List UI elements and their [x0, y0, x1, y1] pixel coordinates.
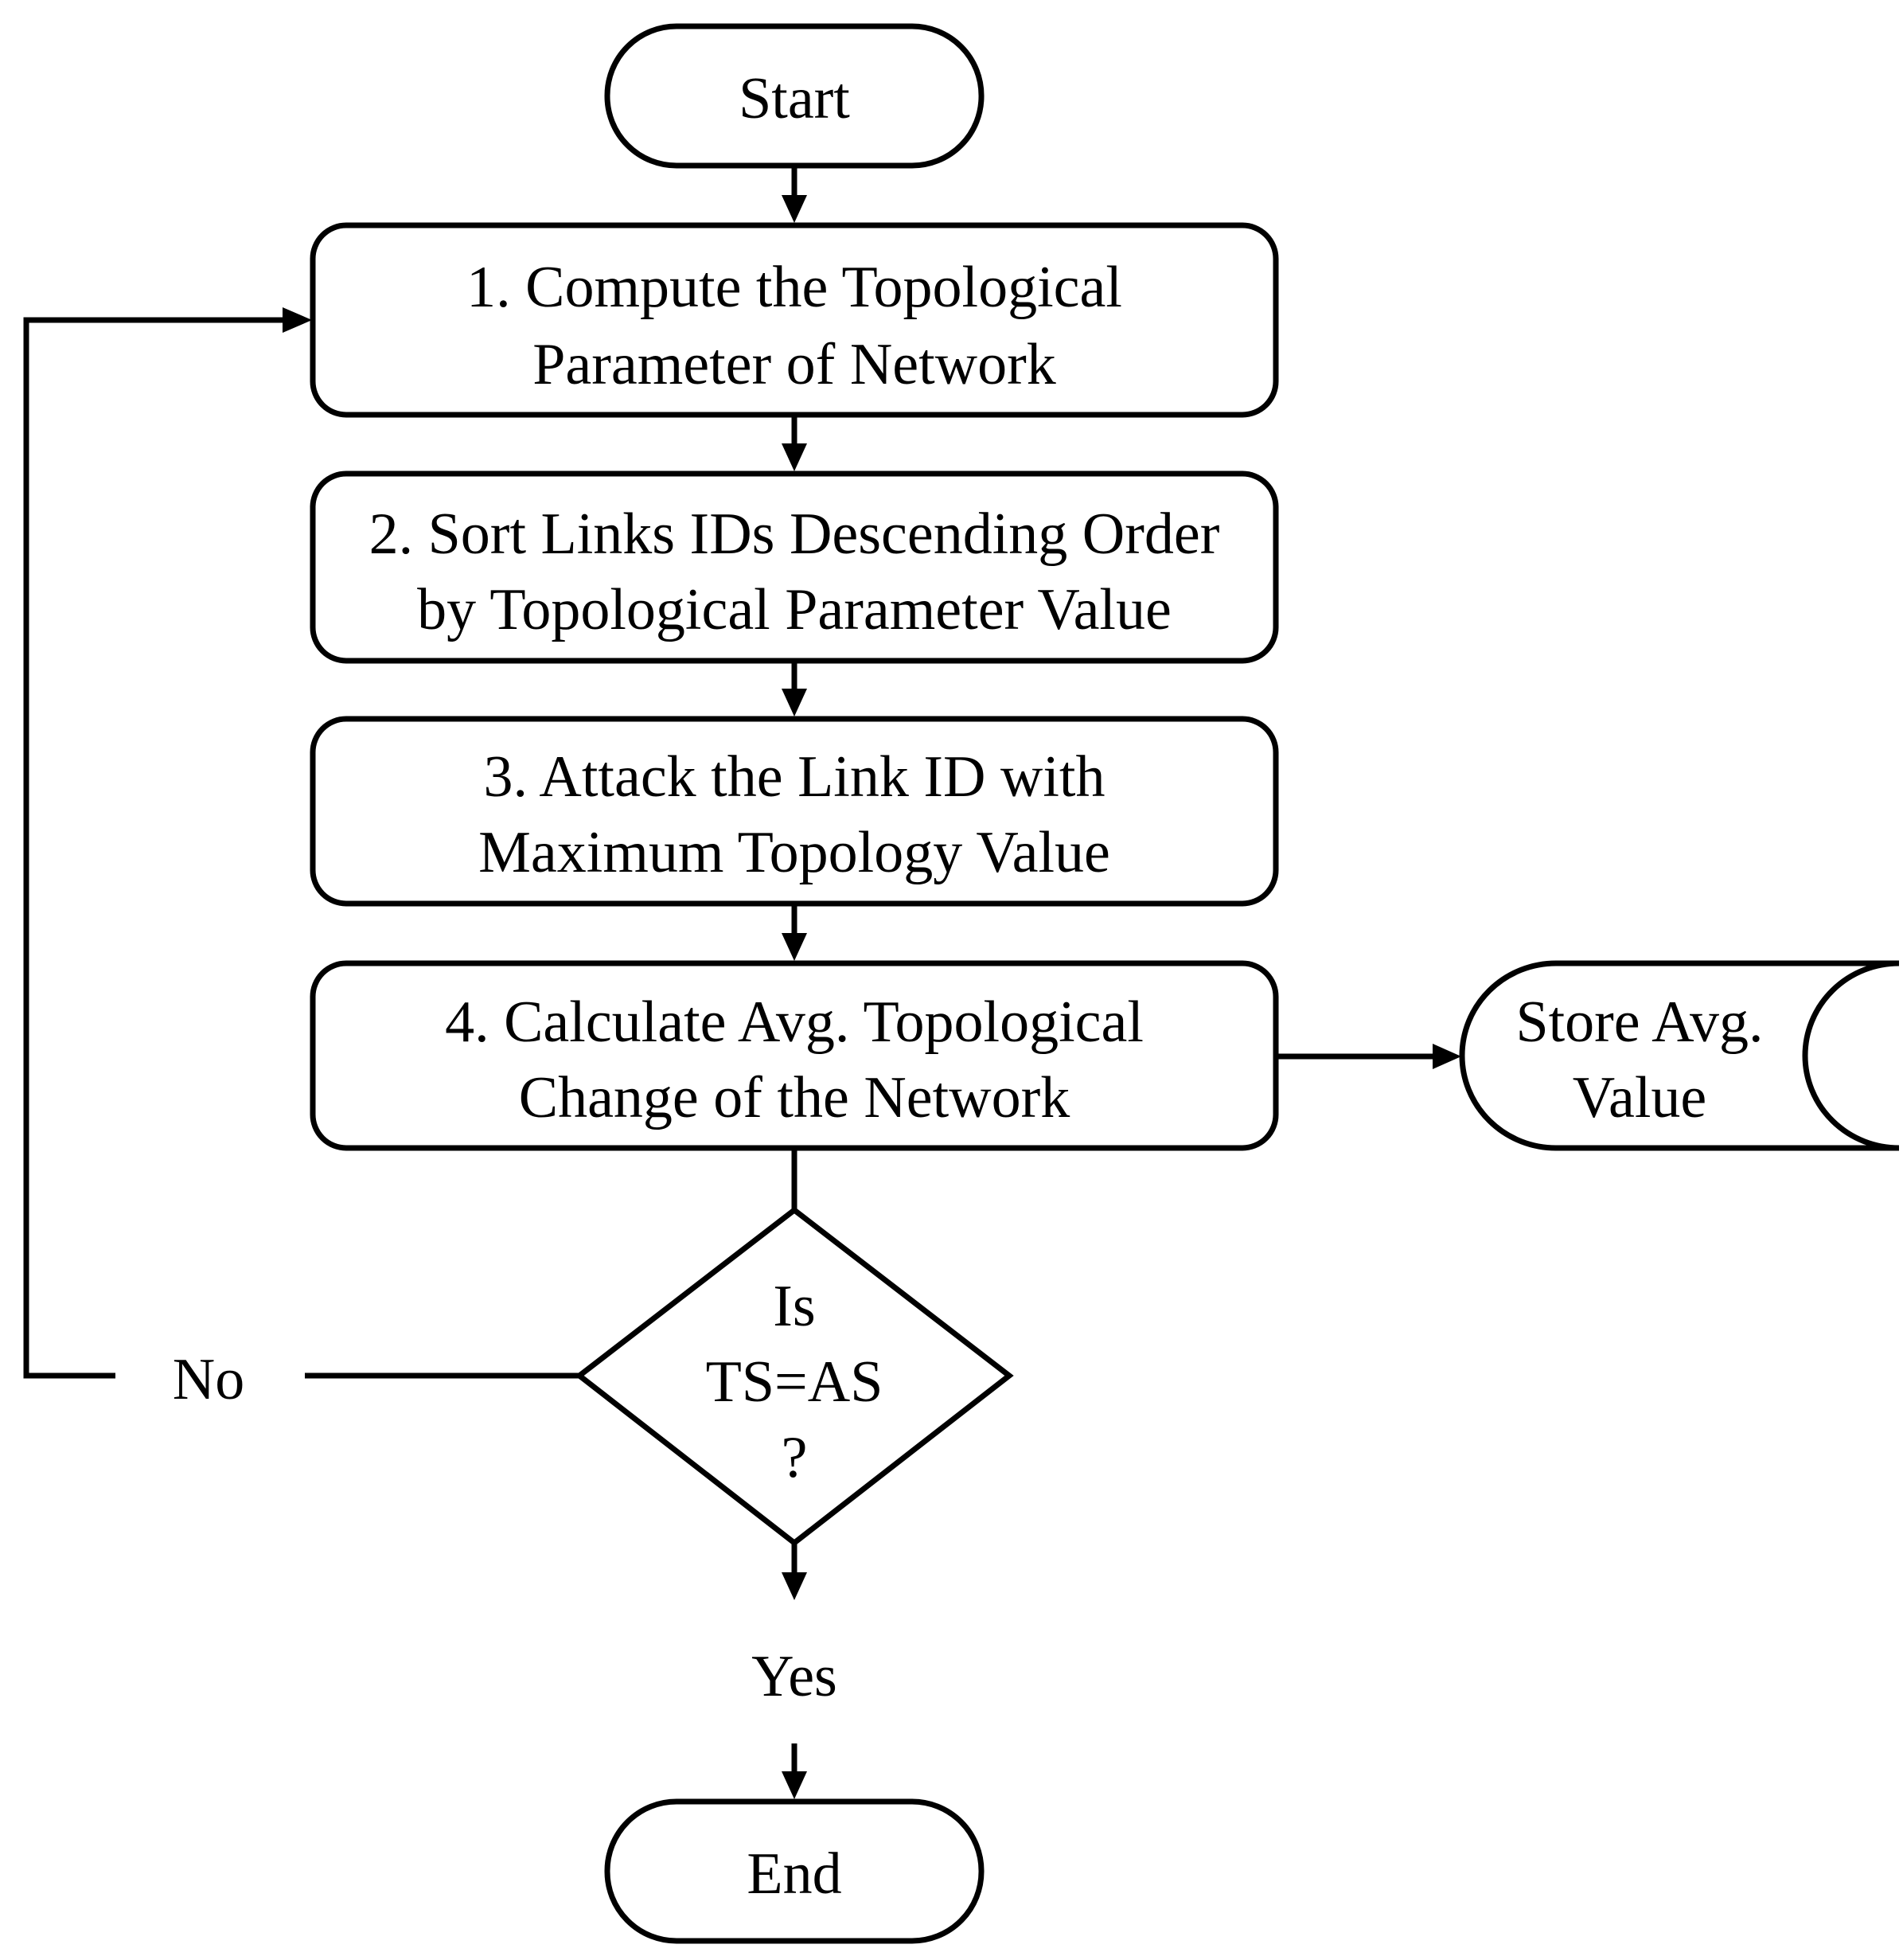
- storage-shape: [1459, 960, 1899, 1151]
- branch-yes-label: Yes: [751, 1644, 837, 1709]
- arrowhead-step1-step2: [782, 443, 807, 471]
- step-4-line1: 4. Calculate Avg. Topological: [445, 990, 1144, 1055]
- decision-line3: ?: [782, 1425, 808, 1490]
- arrowhead-step4-storage: [1433, 1044, 1461, 1069]
- arrowhead-yes-end: [782, 1771, 807, 1799]
- step-4-line2: Change of the Network: [519, 1065, 1070, 1130]
- connector-no-loop: [23, 317, 283, 1379]
- step-2-line1: 2. Sort Links IDs Descending Order: [369, 502, 1220, 567]
- step-3-line2: Maximum Topology Value: [478, 820, 1110, 885]
- branch-no-label: No: [173, 1347, 244, 1412]
- step-2-line2: by Topological Parameter Value: [417, 577, 1172, 642]
- start-label: Start: [739, 66, 850, 131]
- arrowhead-decision-yes: [782, 1572, 807, 1600]
- storage-line1: Store Avg.: [1515, 990, 1763, 1055]
- arrowhead-start-step1: [782, 195, 807, 223]
- arrowhead-step2-step3: [782, 689, 807, 716]
- end-label: End: [747, 1841, 841, 1907]
- step-1-line1: 1. Compute the Topological: [466, 255, 1122, 320]
- storage-line2: Value: [1573, 1065, 1707, 1130]
- arrowhead-no-loop: [283, 307, 312, 333]
- step-3-line1: 3. Attack the Link ID with: [484, 744, 1106, 810]
- decision-line2: TS=AS: [706, 1349, 883, 1415]
- end-terminator: [604, 1798, 985, 1944]
- arrowhead-step3-step4: [782, 933, 807, 961]
- decision-line1: Is: [773, 1274, 815, 1339]
- storage-shape-inner-arc: [1802, 960, 1900, 1151]
- step-1-line2: Parameter of Network: [532, 332, 1056, 397]
